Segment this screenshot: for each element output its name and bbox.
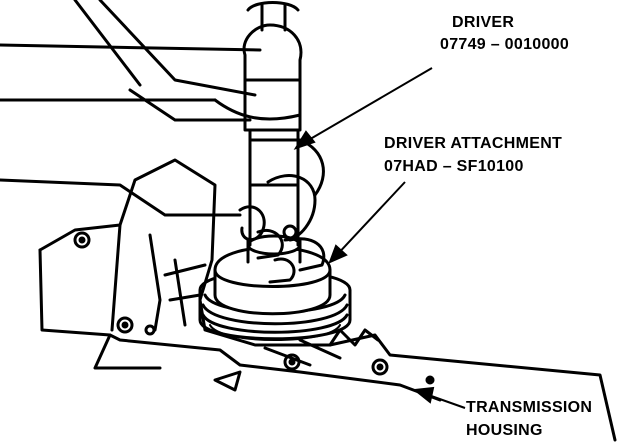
housing-label-line2: HOUSING [466, 422, 543, 439]
attachment-leader-arrow [328, 181, 406, 264]
driver-part-number: 07749 – 0010000 [440, 36, 570, 53]
driver-attachment [213, 234, 332, 316]
driver-leader-arrow [293, 67, 433, 150]
leader-arrows [293, 67, 466, 409]
hammer [242, 1, 303, 132]
housing-label-line1: TRANSMISSION [466, 399, 593, 416]
attachment-name-label: DRIVER ATTACHMENT [384, 135, 563, 152]
housing-leader-arrow [412, 386, 466, 409]
driver-name-label: DRIVER [452, 14, 515, 31]
hand [0, 0, 326, 284]
driver-tool [248, 118, 300, 247]
attachment-part-number: 07HAD – SF10100 [384, 158, 524, 175]
